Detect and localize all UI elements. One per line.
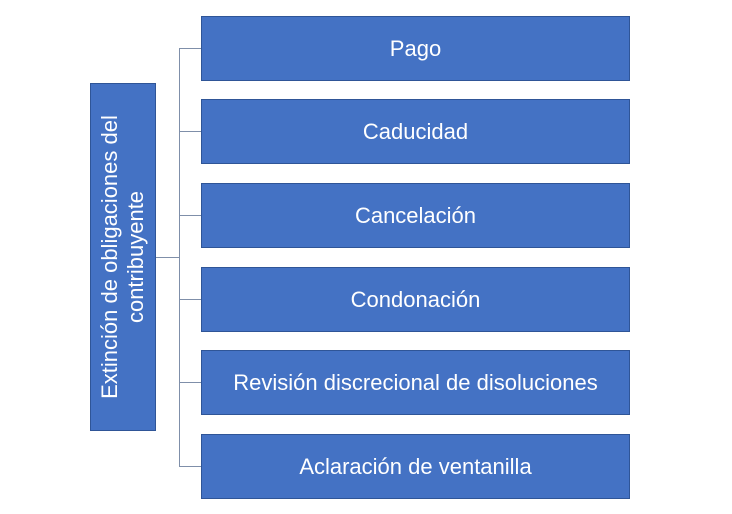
child-node-label: Caducidad (362, 118, 469, 144)
root-node-label: Extinción de obligaciones del contribuye… (97, 115, 148, 399)
child-node-revision-discrecional: Revisión discrecional de disoluciones (201, 350, 630, 415)
root-connector (156, 257, 179, 258)
branch-connector-3 (179, 215, 201, 216)
child-node-condonacion: Condonación (201, 267, 630, 332)
branch-connector-4 (179, 299, 201, 300)
child-node-label: Aclaración de ventanilla (299, 453, 532, 479)
child-node-caducidad: Caducidad (201, 99, 630, 164)
child-node-label: Pago (389, 35, 442, 61)
branch-connector-6 (179, 466, 201, 467)
branch-connector-2 (179, 131, 201, 132)
child-node-cancelacion: Cancelación (201, 183, 630, 248)
root-node: Extinción de obligaciones del contribuye… (90, 83, 156, 431)
child-node-label: Cancelación (354, 202, 477, 228)
branch-connector-5 (179, 382, 201, 383)
vertical-connector (179, 48, 180, 466)
child-node-label: Revisión discrecional de disoluciones (233, 369, 598, 395)
child-node-pago: Pago (201, 16, 630, 81)
branch-connector-1 (179, 48, 201, 49)
child-node-aclaracion-ventanilla: Aclaración de ventanilla (201, 434, 630, 499)
child-node-label: Condonación (350, 286, 481, 312)
